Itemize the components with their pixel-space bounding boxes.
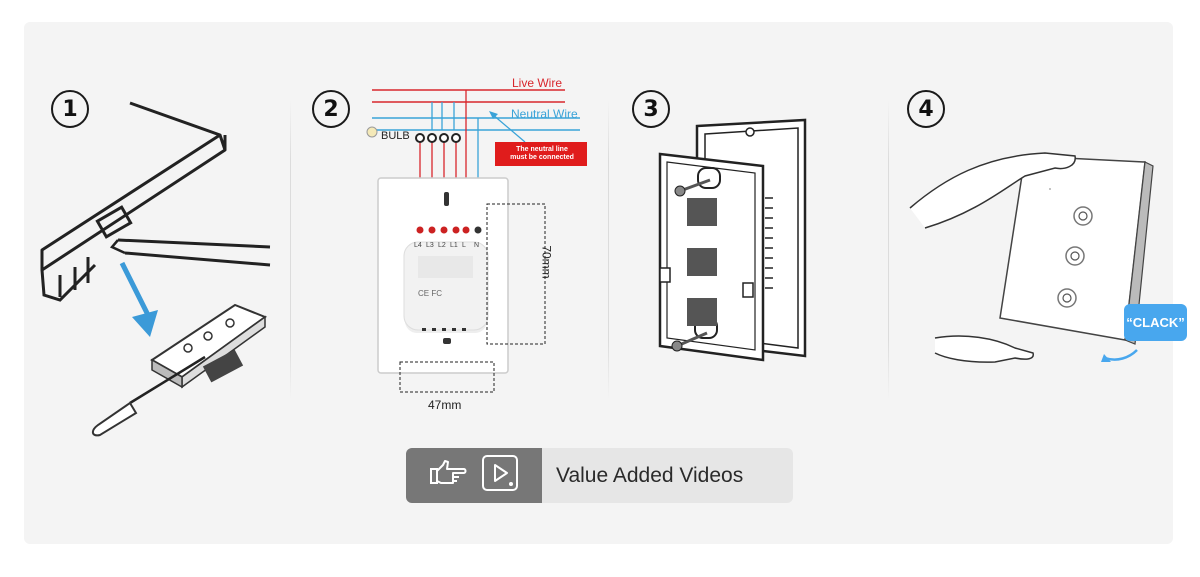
neutral-warning-line2: must be connected	[510, 154, 574, 161]
neutral-warning-line1: The neutral line	[516, 146, 568, 153]
video-button-label: Value Added Videos	[542, 448, 793, 503]
divider	[608, 100, 609, 400]
step-4-snap-illustration	[905, 148, 1155, 368]
live-wire-label: Live Wire	[512, 76, 563, 90]
terminal-label: L3	[426, 242, 434, 249]
step-3-number: 3	[632, 90, 670, 128]
step-2-wiring-diagram	[360, 70, 600, 415]
width-dimension: 47mm	[428, 398, 462, 412]
height-dimension: 70mm	[539, 245, 554, 279]
divider	[290, 100, 291, 400]
step-1-number: 1	[51, 90, 89, 128]
ce-mark: CE FC	[418, 289, 442, 298]
terminal-labels: L4 L3 L2 L1 L N	[414, 242, 484, 249]
terminal-label: L2	[438, 242, 446, 249]
terminal-label: L4	[414, 242, 422, 249]
neutral-wire-label: Neutral Wire	[511, 107, 578, 121]
terminal-label: N	[474, 242, 480, 249]
step-3-mounting-illustration	[655, 118, 820, 368]
clack-label: “CLACK”	[1124, 304, 1187, 341]
terminal-label: L1	[450, 242, 458, 249]
value-added-videos-button[interactable]: Value Added Videos	[406, 448, 793, 503]
step-4-number: 4	[907, 90, 945, 128]
pointing-hand-icon	[429, 459, 467, 492]
terminal-label: L	[462, 242, 466, 249]
video-button-icons	[406, 448, 542, 503]
bulb-label: BULB	[381, 130, 410, 142]
divider	[888, 100, 889, 400]
play-video-icon	[481, 454, 519, 497]
step-1-illustration	[30, 95, 290, 445]
step-2-number: 2	[312, 90, 350, 128]
